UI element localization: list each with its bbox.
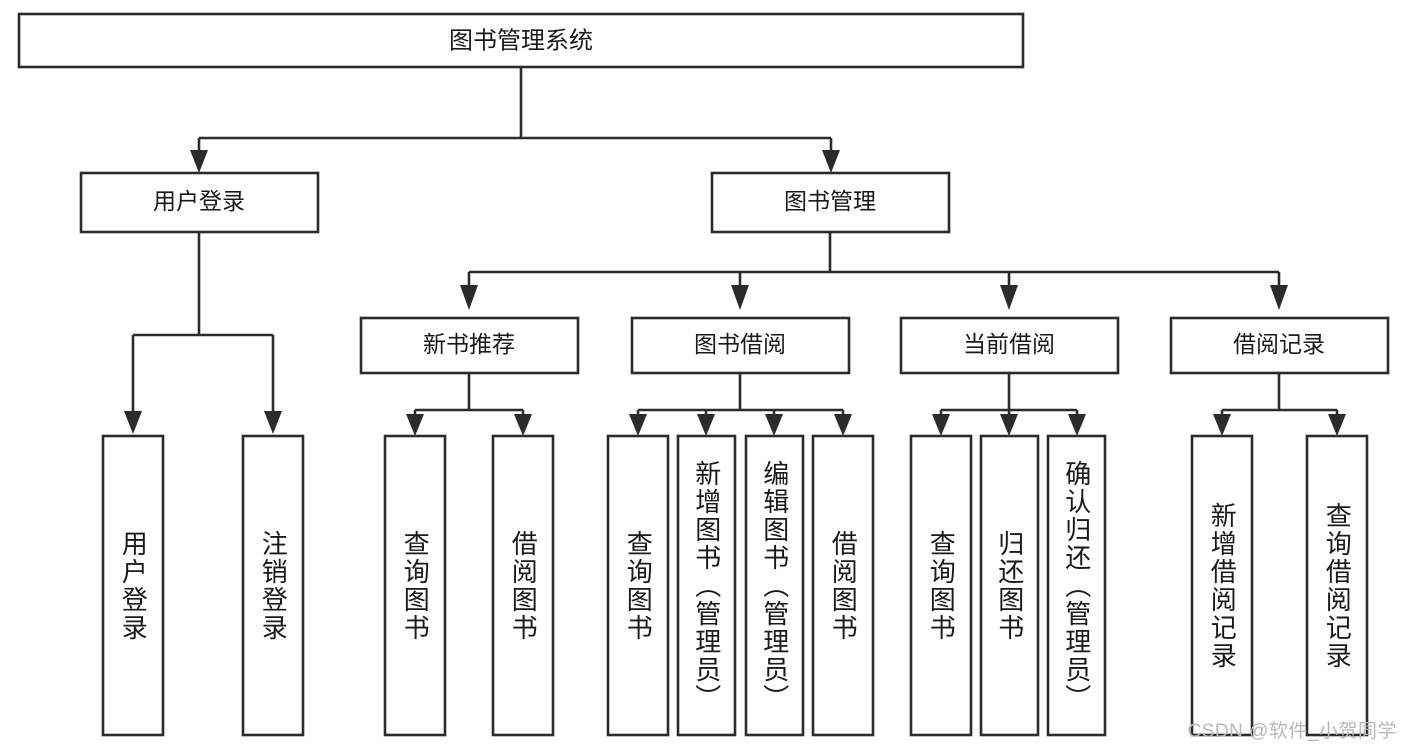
node-borrow-record-label: 借阅记录 (1233, 331, 1325, 357)
node-new-book-recommend-label: 新书推荐 (423, 331, 515, 357)
arrow-head-icon (834, 414, 852, 436)
leaf-box-logout[interactable] (241, 434, 305, 737)
arrow-head-icon (1000, 414, 1018, 436)
leaf-box-borrow-book-1[interactable] (491, 434, 555, 737)
arrow-head-icon (264, 411, 282, 434)
arrow-head-icon (1213, 414, 1231, 436)
arrow-head-icon (1270, 285, 1288, 310)
node-book-management-box (710, 171, 951, 234)
csdn-watermark: CSDN @软件_小贺同学 (1187, 721, 1397, 742)
arrow-head-icon (514, 414, 532, 436)
arrow-head-icon (1000, 285, 1018, 310)
arrow-head-icon (124, 411, 142, 434)
node-new-book-recommend[interactable]: 新书推荐 (359, 316, 580, 375)
arrow-head-icon (765, 414, 783, 436)
leaf-box-add-book-admin[interactable] (676, 434, 737, 737)
leaf-box-query-book-1[interactable] (383, 434, 447, 737)
arrow-head-icon (822, 150, 840, 173)
arrow-head-icon (190, 150, 208, 173)
node-root[interactable]: 图书管理系统 (17, 12, 1025, 69)
arrow-head-icon (460, 285, 478, 310)
node-root-box (17, 12, 1025, 69)
node-new-book-recommend-box (359, 316, 580, 375)
leaf-box-query-book-3[interactable] (909, 434, 973, 737)
node-book-borrow-box (630, 316, 851, 375)
arrow-head-icon (932, 414, 950, 436)
node-book-management[interactable]: 图书管理 (710, 171, 951, 234)
node-book-borrow[interactable]: 图书借阅 (630, 316, 851, 375)
node-current-borrow[interactable]: 当前借阅 (899, 316, 1120, 375)
node-book-borrow-label: 图书借阅 (694, 331, 786, 357)
leaf-box-user-login[interactable] (101, 434, 165, 737)
arrow-head-icon (629, 414, 647, 436)
leaf-box-borrow-book-2[interactable] (811, 434, 875, 737)
node-book-management-label: 图书管理 (784, 188, 876, 214)
arrow-head-icon (697, 414, 715, 436)
arrow-head-icon (731, 285, 749, 310)
node-user-login-label: 用户登录 (153, 188, 245, 214)
arrow-head-icon (1068, 414, 1086, 436)
node-borrow-record[interactable]: 借阅记录 (1169, 316, 1390, 375)
arrow-head-icon (1328, 414, 1346, 436)
node-current-borrow-label: 当前借阅 (963, 331, 1055, 357)
node-user-login[interactable]: 用户登录 (79, 171, 320, 234)
node-current-borrow-box (899, 316, 1120, 375)
node-borrow-record-box (1169, 316, 1390, 375)
leaf-box-edit-book-admin[interactable] (744, 434, 805, 737)
leaf-box-return-book[interactable] (979, 434, 1040, 737)
leaf-box-query-book-2[interactable] (606, 434, 670, 737)
leaf-box-confirm-return-admin[interactable] (1046, 434, 1107, 737)
leaf-box-add-borrow-record[interactable] (1190, 434, 1254, 737)
node-root-label: 图书管理系统 (449, 27, 593, 54)
arrow-head-icon (406, 414, 424, 436)
leaf-box-query-borrow-record[interactable] (1305, 434, 1369, 737)
